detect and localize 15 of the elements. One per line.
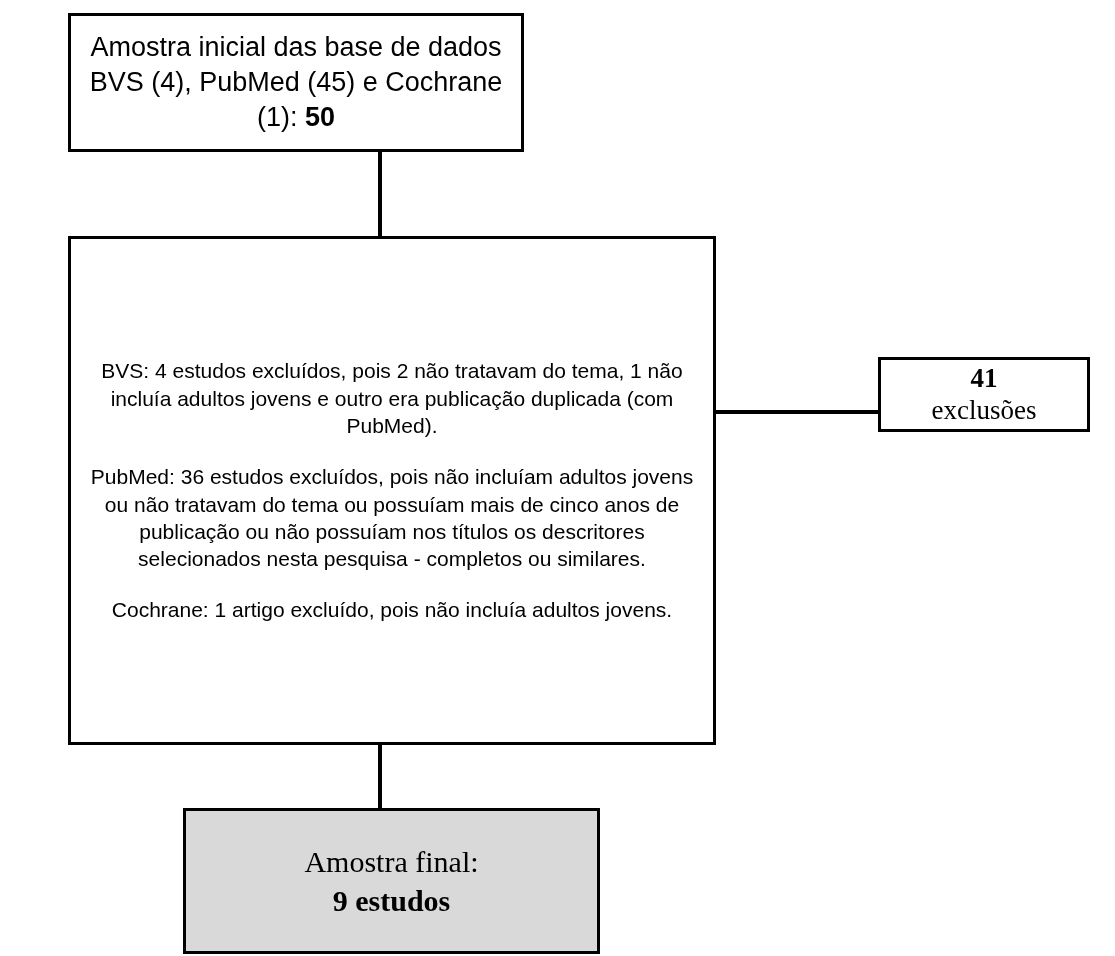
connector-line: [378, 745, 382, 808]
exclusion-box: [68, 236, 716, 745]
result-box: [183, 808, 600, 954]
result-box: [878, 357, 1090, 432]
connector-line: [378, 152, 382, 236]
box-text: BVS: 4 estudos excluídos, pois 2 não tratavam do tema, 1 não incluía adultos jovens e outro era publicação duplicada (com PubMed).: [100, 358, 684, 439]
box-text: Amostra inicial das base de dados BVS (4), PubMed (45) e Cochrane (1): 50: [88, 30, 504, 135]
box-text: exclusões: [931, 394, 1037, 426]
result-heading: Amostra final:: [304, 844, 479, 880]
box-text: PubMed: 36 estudos excluídos, pois não incluíam adultos jovens ou não tratavam do tema ou possuíam mais de cinco anos de publicação ou não possuíam nos títulos os descritores selecionados nesta pesquisa - completos ou similares.: [89, 464, 695, 573]
connector-line: [716, 410, 878, 414]
exclusion-count: 41: [970, 363, 998, 395]
box-text: 9 estudos: [332, 883, 451, 919]
box-text: Cochrane: 1 artigo excluído, pois não incluía adultos jovens.: [111, 597, 673, 624]
process-box: [68, 13, 524, 152]
